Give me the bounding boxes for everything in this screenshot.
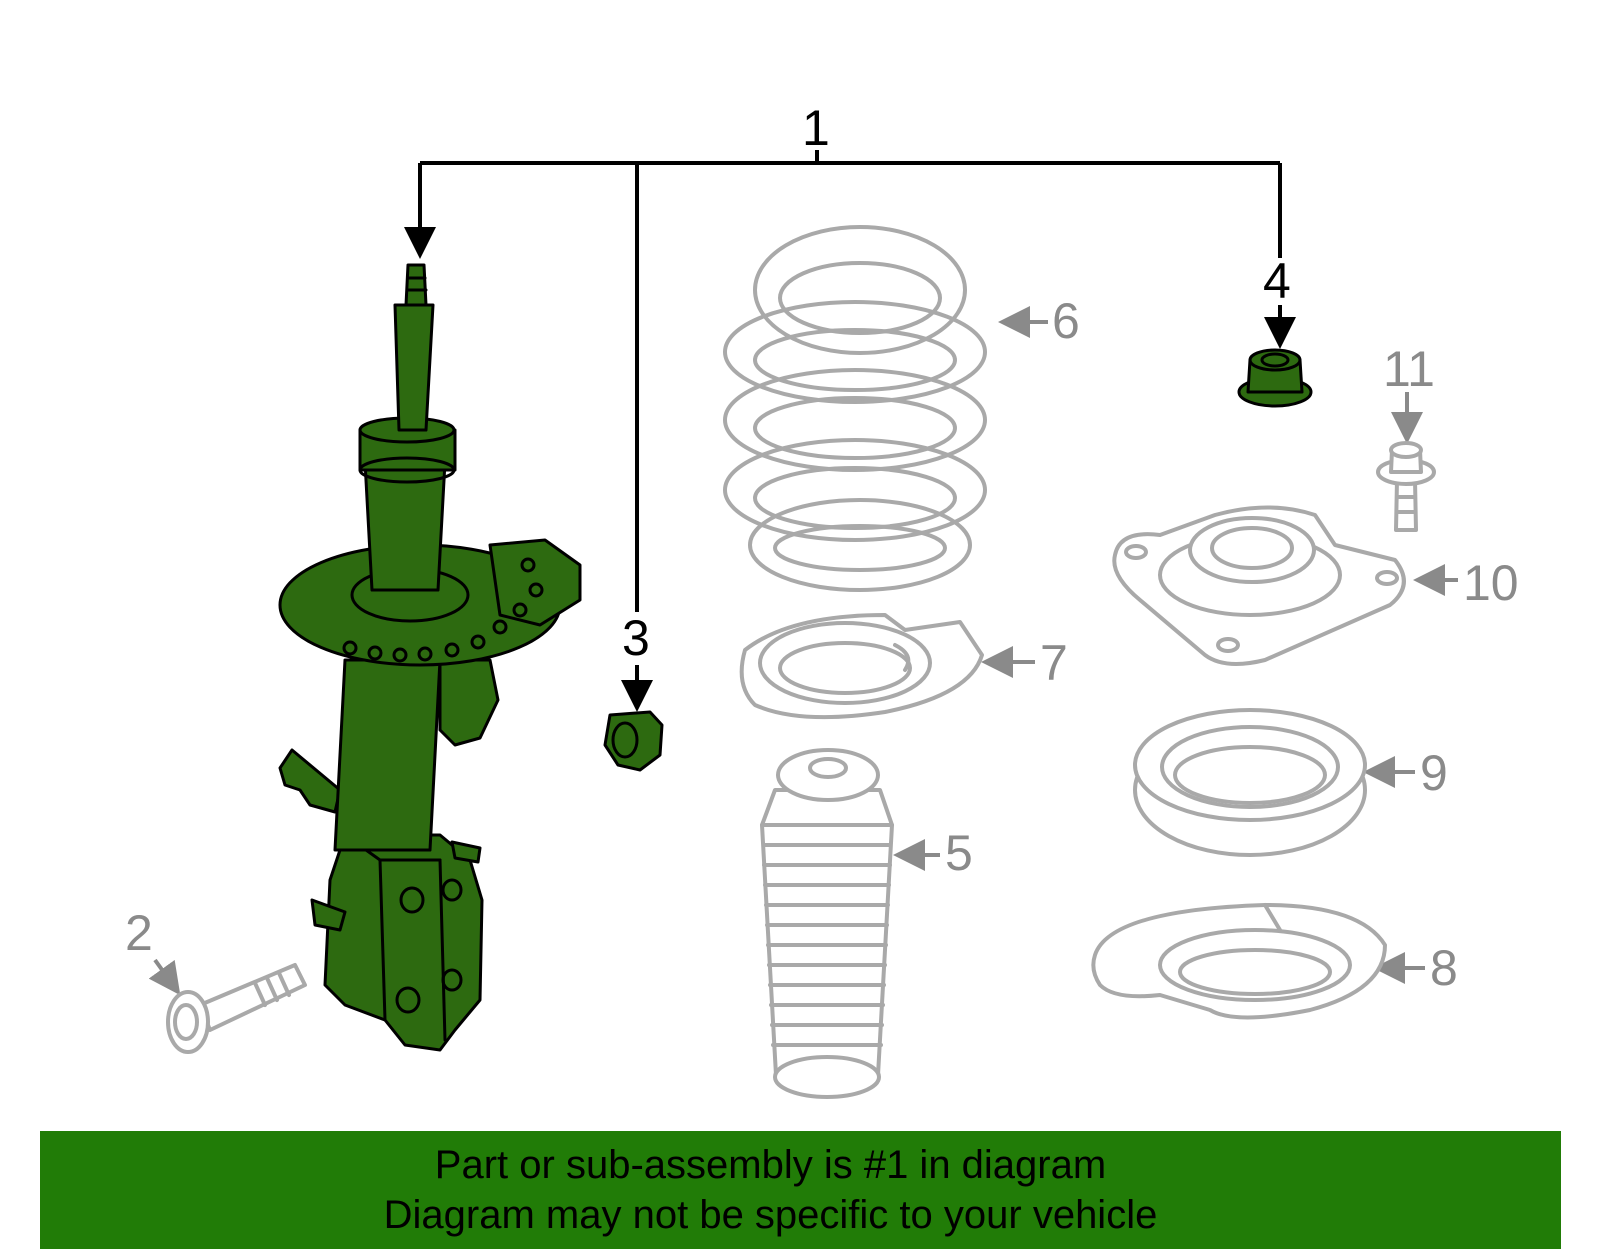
nut-part-3 [603,710,664,772]
bolt-part-2 [166,963,307,1054]
callout-2-leader [148,958,181,996]
callout-10: 10 [1463,555,1519,611]
callout-1-bracket [404,150,1282,612]
nut-part-4 [1237,348,1313,408]
callout-5: 5 [945,825,973,881]
callout-8: 8 [1430,940,1458,996]
coil-spring-part-6 [723,225,987,592]
callout-6: 6 [1052,293,1080,349]
callout-4: 4 [1263,253,1291,309]
spring-seat-part-7 [739,613,984,720]
callout-7: 7 [1040,635,1068,691]
callout-1: 1 [802,100,830,156]
callout-3: 3 [622,610,650,666]
bolt-part-11 [1376,441,1436,532]
info-banner: Part or sub-assembly is #1 in diagram Di… [40,1131,1561,1249]
dust-boot-part-5 [760,748,894,1099]
strut-mount-part-10 [1112,505,1406,666]
callout-9: 9 [1420,745,1448,801]
callout-2: 2 [125,905,153,961]
banner-line-2: Diagram may not be specific to your vehi… [383,1193,1158,1237]
bearing-part-9 [1133,708,1367,857]
insulator-part-8 [1091,903,1387,1020]
strut-assembly [278,263,582,1052]
callout-11: 11 [1383,341,1435,397]
banner-line-1: Part or sub-assembly is #1 in diagram [434,1143,1107,1187]
